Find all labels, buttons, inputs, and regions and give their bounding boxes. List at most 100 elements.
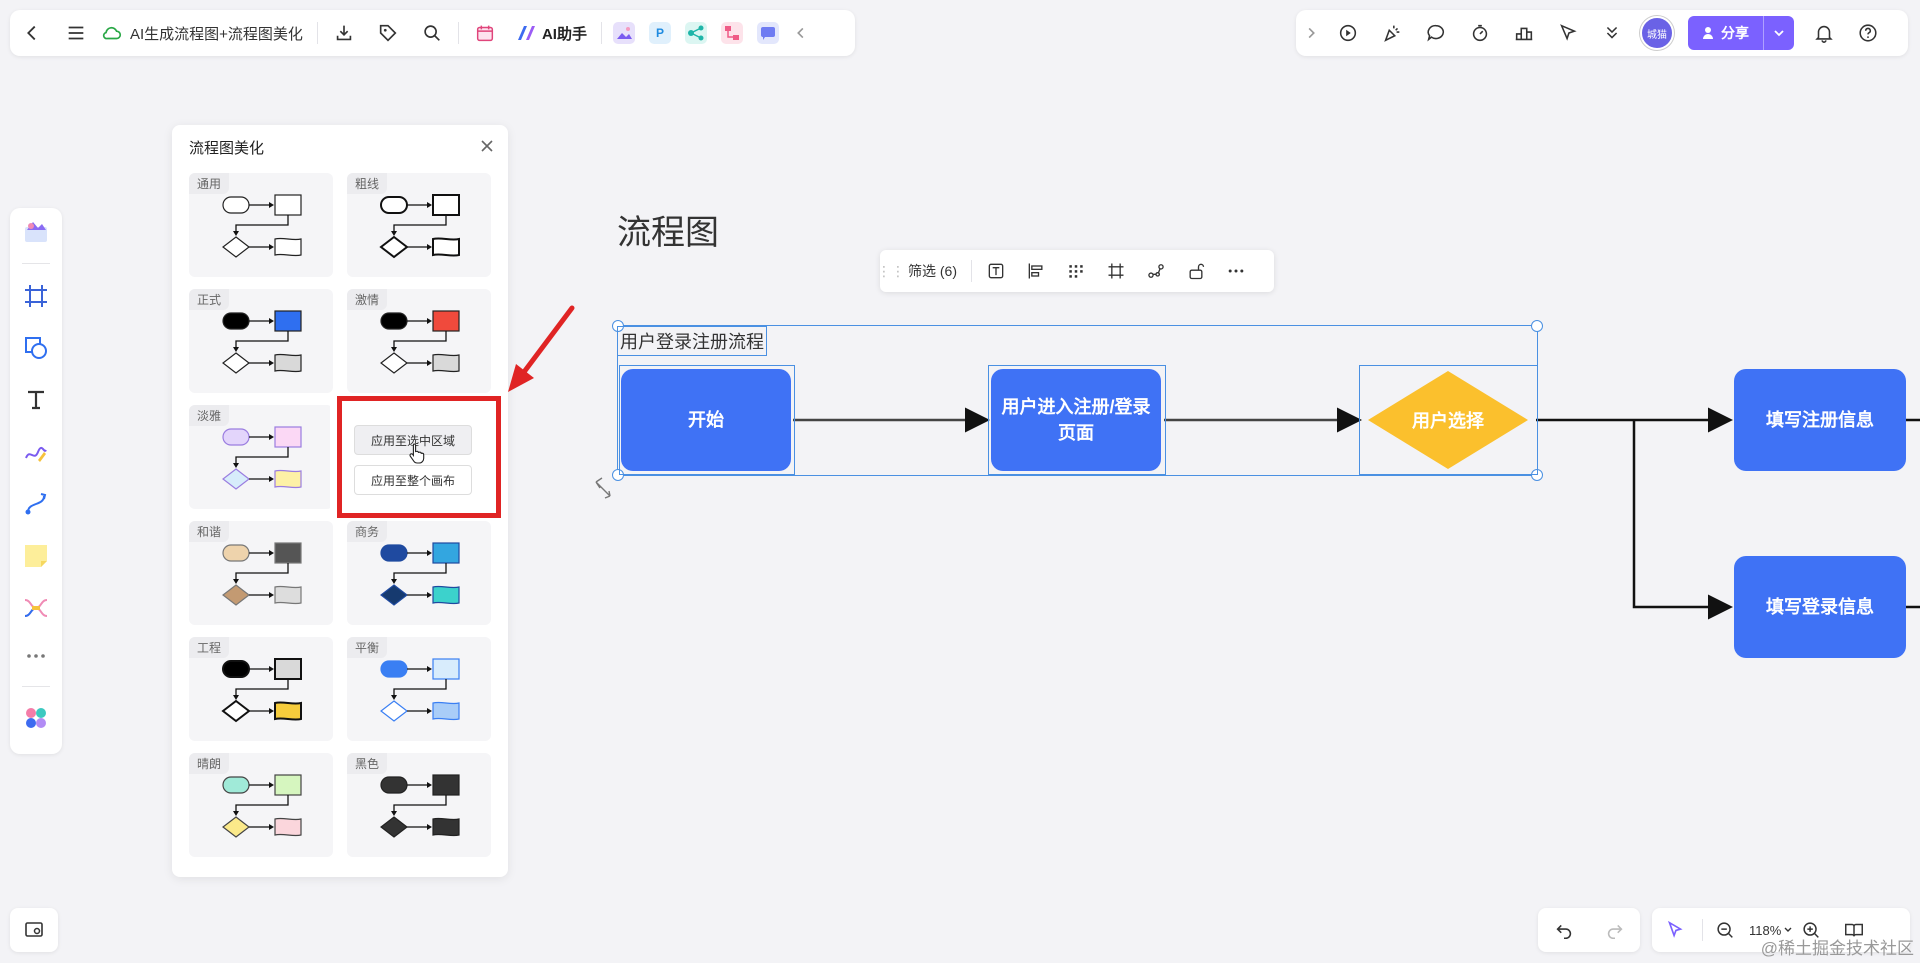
connector-tool[interactable] (20, 488, 52, 520)
left-tool-rail (10, 208, 62, 754)
zoom-out-button[interactable] (1707, 908, 1743, 952)
drag-handle-icon[interactable]: ⋮⋮ (877, 262, 905, 279)
party-icon (1384, 25, 1400, 42)
style-card[interactable]: 和谐 (189, 521, 333, 625)
sticky-note-tool[interactable] (20, 540, 52, 572)
redo-button[interactable] (1589, 908, 1640, 952)
style-card[interactable]: 商务 (347, 521, 491, 625)
frame-tool[interactable] (20, 280, 52, 312)
divider (1702, 919, 1703, 941)
shape-tool[interactable] (20, 332, 52, 364)
avatar[interactable]: 城猫 (1640, 16, 1674, 50)
download-button[interactable] (322, 10, 366, 56)
notifications-button[interactable] (1802, 10, 1846, 56)
expand-toolbar-button[interactable] (1296, 10, 1326, 56)
search-button[interactable] (410, 10, 454, 56)
celebrate-button[interactable] (1370, 10, 1414, 56)
close-button[interactable] (476, 135, 498, 157)
connector-icon (25, 493, 47, 515)
image-app-button[interactable] (612, 22, 635, 44)
connector-line[interactable] (1632, 420, 1733, 620)
mindmap-app-button[interactable] (684, 22, 707, 44)
select-mode-button[interactable] (1652, 908, 1698, 952)
align-button[interactable] (1016, 250, 1056, 292)
follow-button[interactable] (1546, 10, 1590, 56)
flow-node-start[interactable]: 开始 (621, 369, 791, 471)
apps-tool[interactable] (20, 702, 52, 734)
flow-node-register[interactable]: 填写注册信息 (1734, 369, 1906, 471)
resize-handle[interactable] (612, 469, 624, 481)
resize-handle[interactable] (1531, 320, 1543, 332)
menu-button[interactable] (54, 10, 98, 56)
pen-tool[interactable] (20, 436, 52, 468)
podium-icon (1515, 27, 1533, 41)
flow-node-decision-shape[interactable] (1366, 369, 1530, 471)
p-app-button[interactable]: P (648, 22, 671, 44)
style-card[interactable]: 晴朗 (189, 753, 333, 857)
style-card[interactable]: 粗线 (347, 173, 491, 277)
style-card[interactable]: 淡雅 (189, 405, 333, 509)
share-button[interactable]: 分享 (1688, 16, 1763, 50)
flow-node-login[interactable]: 填写登录信息 (1734, 556, 1906, 658)
canvas-title[interactable]: 流程图 (617, 214, 719, 252)
style-card[interactable]: 黑色 (347, 753, 491, 857)
style-card[interactable]: 激情 (347, 289, 491, 393)
flow-beautify-button[interactable] (1136, 250, 1176, 292)
style-preview-icon (380, 774, 460, 838)
flow-app-button[interactable] (720, 22, 743, 44)
style-card[interactable]: 正式 (189, 289, 333, 393)
help-button[interactable] (1846, 10, 1890, 56)
chevron-down-icon[interactable] (1783, 925, 1793, 935)
filter-button[interactable]: 筛选 (6) (908, 263, 957, 279)
present-button[interactable] (1326, 10, 1370, 56)
zoom-level[interactable]: 118% (1749, 922, 1782, 938)
rotate-handle-icon[interactable] (595, 477, 611, 499)
frame-selection-button[interactable] (1096, 250, 1136, 292)
minimap-button[interactable] (10, 908, 58, 952)
zoom-in-button[interactable] (1793, 908, 1829, 952)
vote-button[interactable] (1502, 10, 1546, 56)
ai-assistant-button[interactable]: AI助手 (507, 10, 597, 56)
flow-node-enter-page[interactable]: 用户进入注册/登录页面 (991, 369, 1161, 471)
apply-to-selection-button[interactable]: 应用至选中区域 (354, 425, 472, 455)
ai-assistant-label: AI助手 (541, 25, 587, 43)
timer-button[interactable] (1458, 10, 1502, 56)
grid-icon (1069, 265, 1083, 278)
undo-button[interactable] (1538, 908, 1589, 952)
comment-button[interactable] (1414, 10, 1458, 56)
style-preview-icon (380, 542, 460, 606)
template-tool[interactable] (20, 216, 52, 248)
style-card[interactable]: 平衡 (347, 637, 491, 741)
chat-app-button[interactable] (756, 22, 779, 44)
flow-label[interactable]: 用户登录注册流程 (617, 326, 767, 356)
collapse-toolbar-button[interactable] (786, 10, 816, 56)
chat-icon (760, 27, 775, 40)
share-button-group: 分享 (1688, 16, 1794, 50)
apply-to-canvas-button[interactable]: 应用至整个画布 (354, 465, 472, 495)
more-tools-button[interactable] (1590, 10, 1634, 56)
search-icon (424, 25, 440, 41)
apps-icon (26, 708, 46, 728)
frame-icon (25, 285, 47, 307)
group-selection-box[interactable] (612, 320, 1543, 481)
share-dropdown-button[interactable] (1763, 16, 1794, 50)
book-icon (1845, 923, 1864, 937)
tag-button[interactable] (366, 10, 410, 56)
text-style-button[interactable] (976, 250, 1016, 292)
lock-button[interactable] (1176, 250, 1216, 292)
text-tool[interactable] (20, 384, 52, 416)
more-options-button[interactable] (1216, 250, 1256, 292)
reading-mode-button[interactable] (1829, 908, 1879, 952)
tag-icon (379, 24, 397, 42)
arrange-grid-button[interactable] (1056, 250, 1096, 292)
style-card-label: 晴朗 (189, 753, 230, 774)
connector-line[interactable] (1906, 418, 1920, 609)
style-card[interactable]: 通用 (189, 173, 333, 277)
back-button[interactable] (10, 10, 54, 56)
calendar-button[interactable] (463, 10, 507, 56)
more-tools-button[interactable] (20, 640, 52, 672)
red-arrow-icon (508, 305, 575, 392)
mindmap-tool[interactable] (20, 592, 52, 624)
document-title[interactable]: AI生成流程图+流程图美化 (130, 25, 303, 43)
style-card[interactable]: 工程 (189, 637, 333, 741)
